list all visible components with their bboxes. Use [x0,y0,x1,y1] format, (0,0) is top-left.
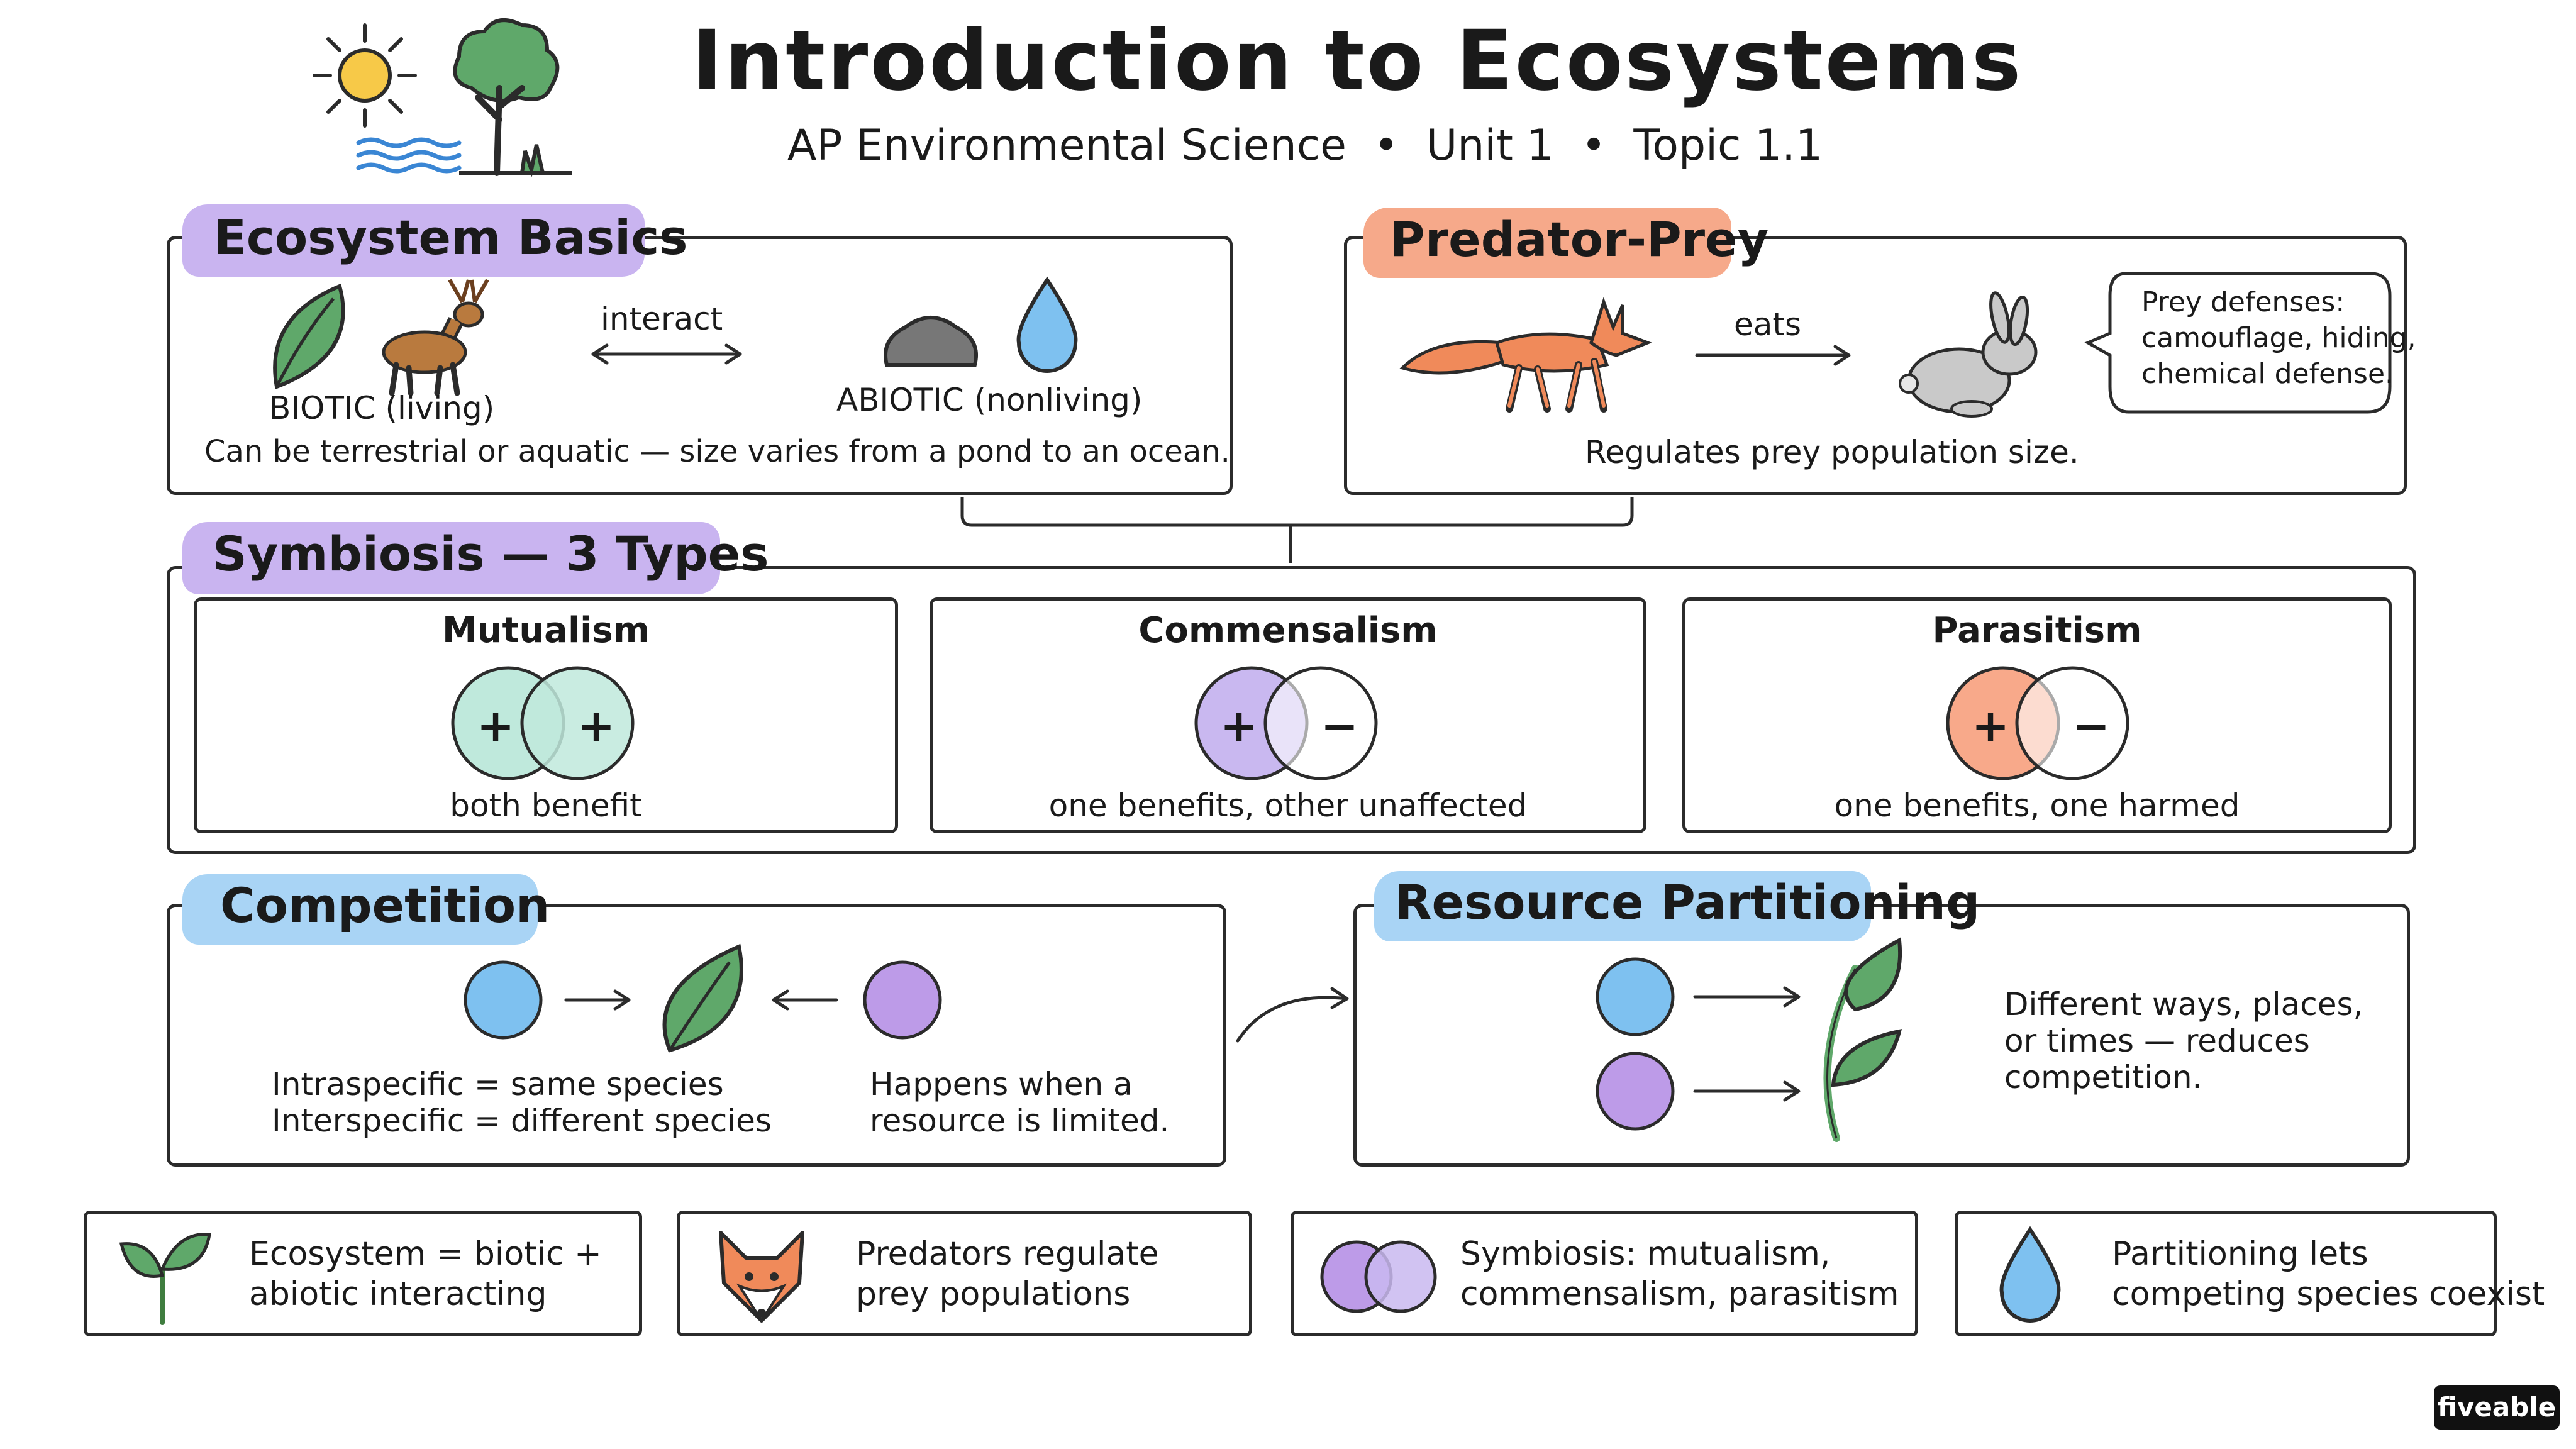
fox-head-icon [719,1231,804,1323]
competition-title: Competition [220,877,550,933]
mutualism-left-sign: + [476,699,515,752]
mutualism-caption: both benefit [450,787,642,824]
competition-line2: Interspecific = different species [272,1102,772,1139]
parasitism-caption: one benefits, one harmed [1834,787,2240,824]
connector-bracket [960,497,1634,563]
takeaway-card: Partitioning lets competing species coex… [1955,1211,2545,1336]
takeaway-line2: prey populations [856,1275,1131,1313]
fox-icon [1399,297,1652,413]
commensalism-right-sign: − [1320,699,1359,752]
curved-connector-arrow [1236,987,1349,1043]
interact-label: interact [601,301,723,337]
takeaway-line1: Partitioning lets [2112,1235,2368,1273]
leaf-icon [273,283,345,390]
takeaway-line2: abiotic interacting [249,1275,547,1313]
parasitism-right-sign: − [2072,699,2111,752]
competition-title-highlight [182,874,538,945]
takeaway-line1: Predators regulate [856,1235,1159,1273]
sprout-icon [119,1233,211,1325]
water-drop-icon [1016,276,1078,373]
takeaway-line1: Ecosystem = biotic + [249,1235,602,1273]
interact-double-arrow [591,343,742,365]
takeaway-line2: competing species coexist [2112,1275,2545,1313]
resource-partitioning-line2: or times — reduces [2004,1023,2310,1059]
symbiosis-title: Symbiosis — 3 Types [213,526,769,582]
competition-line1: Intraspecific = same species [272,1066,724,1102]
ecosystem-basics-title: Ecosystem Basics [214,209,688,265]
mutualism-venn [451,666,635,780]
competition-note1: Happens when a [870,1066,1133,1102]
predator-prey-caption: Regulates prey population size. [1585,434,2079,470]
brand-badge [2434,1385,2560,1430]
parasitism-title: Parasitism [1932,610,2142,651]
mutualism-right-sign: + [577,699,616,752]
abiotic-label: ABIOTIC (nonliving) [836,382,1143,418]
prey-defenses-line2: camouflage, hiding, [2141,322,2416,354]
page-title: Introduction to Ecosystems [692,13,2023,109]
commensalism-caption: one benefits, other unaffected [1048,787,1528,824]
ecosystem-basics-title-highlight [182,204,645,277]
parasitism-venn [1946,666,2129,780]
takeaway-card: Symbiosis: mutualism, commensalism, para… [1291,1211,1918,1336]
takeaway-line1: Symbiosis: mutualism, [1460,1235,1831,1273]
speech-bubble [2084,272,2392,414]
resource-partitioning-line1: Different ways, places, [2004,986,2363,1023]
deer-icon [382,279,489,396]
brand-label: fiveable [2437,1392,2557,1423]
header-illustration [308,13,572,177]
overlap-circles-icon [1320,1240,1437,1313]
biotic-label: BIOTIC (living) [269,390,495,426]
takeaway-card: Predators regulate prey populations [677,1211,1252,1336]
commensalism-title: Commensalism [1138,610,1438,651]
symbiosis-title-highlight [182,522,720,594]
page-subtitle: AP Environmental Science • Unit 1 • Topi… [787,121,1823,170]
prey-defenses-line3: chemical defense. [2141,358,2394,390]
ecosystem-basics-caption: Can be terrestrial or aquatic — size var… [204,434,1230,469]
rabbit-icon [1899,291,2038,418]
predator-prey-title-highlight [1363,208,1731,278]
prey-defenses-line1: Prey defenses: [2141,286,2345,318]
mutualism-title: Mutualism [441,610,650,651]
tree-icon [453,18,572,177]
resource-partitioning-title-highlight [1374,871,1871,941]
water-drop-icon [1999,1226,2061,1323]
rock-icon [884,316,978,367]
eats-label: eats [1734,306,1802,343]
parasitism-left-sign: + [1971,699,2010,752]
sun-icon [313,23,417,128]
takeaway-card: Ecosystem = biotic + abiotic interacting [84,1211,642,1336]
resource-partitioning-graphic [1596,937,1902,1142]
water-waves-icon [356,137,462,174]
resource-partitioning-line3: competition. [2004,1059,2202,1096]
eats-arrow [1695,345,1851,366]
competition-note2: resource is limited. [870,1102,1170,1139]
competition-graphic [464,943,942,1053]
predator-prey-title: Predator-Prey [1390,211,1769,267]
commensalism-venn [1194,666,1378,780]
commensalism-left-sign: + [1219,699,1258,752]
resource-partitioning-title: Resource Partitioning [1395,874,1980,930]
takeaway-line2: commensalism, parasitism [1460,1275,1899,1313]
